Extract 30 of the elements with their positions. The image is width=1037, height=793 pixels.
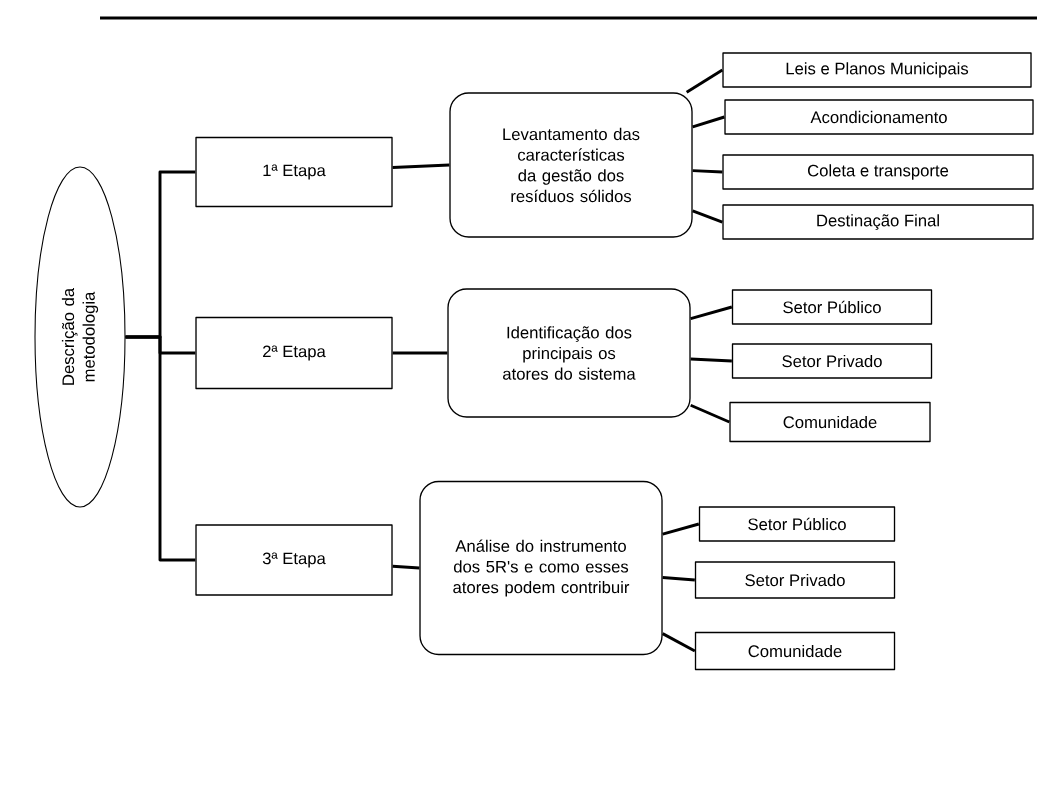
- connector-line: [692, 209, 723, 224]
- connector-line: [692, 169, 723, 174]
- stage-box: Acondicionamento: [724, 99, 1034, 135]
- connector-line: [690, 357, 732, 363]
- stage-box: Setor Privado: [694, 561, 896, 599]
- stage-box: Leis e Planos Municipais: [722, 52, 1032, 88]
- stage-box: Comunidade: [729, 401, 931, 443]
- connector-line: [690, 403, 730, 424]
- connector-line: [662, 522, 700, 536]
- connector-line: [662, 632, 696, 653]
- stage-box: 3ª Etapa: [195, 524, 393, 596]
- stage-box: Setor Público: [731, 289, 933, 325]
- connector-line: [690, 305, 733, 321]
- stage-box: Setor Privado: [731, 343, 933, 379]
- stage-box: Setor Público: [698, 506, 896, 542]
- connector-line: [392, 351, 448, 355]
- connector-line: [662, 576, 695, 582]
- stage-box: Destinação Final: [722, 204, 1034, 240]
- connector-line: [392, 564, 420, 570]
- stage-box: 1ª Etapa: [195, 136, 393, 208]
- connector-line: [125, 335, 196, 562]
- connector-line: [392, 163, 450, 170]
- connector-line: [692, 115, 725, 129]
- stage-box: 2ª Etapa: [195, 316, 393, 390]
- connector-line: [685, 68, 724, 94]
- rounded-box: Identificação dos principais os atores do sistema: [447, 288, 691, 418]
- stage-box: Comunidade: [694, 631, 896, 671]
- stage-box: Coleta e transporte: [722, 154, 1034, 190]
- rounded-box: Levantamento das características da gestão dos resíduos sólidos: [449, 92, 693, 238]
- rounded-box: Análise do instrumento dos 5R's e como esses atores podem contribuir: [419, 480, 663, 656]
